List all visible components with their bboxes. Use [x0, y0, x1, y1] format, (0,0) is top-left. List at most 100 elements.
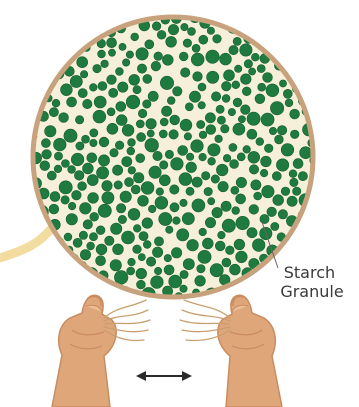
starch-granule — [208, 198, 215, 205]
starch-granule — [173, 217, 181, 225]
starch-granule — [80, 203, 92, 215]
starch-granule — [159, 212, 172, 225]
starch-granule — [61, 160, 69, 168]
starch-granule — [136, 120, 144, 128]
starch-granule — [128, 258, 136, 266]
starch-granule — [290, 178, 298, 186]
starch-granule — [197, 265, 205, 273]
starch-granule — [90, 139, 97, 146]
starch-granule — [138, 195, 149, 206]
starch-granule — [182, 213, 194, 225]
starch-granule — [293, 159, 303, 169]
starch-granule — [126, 51, 133, 58]
starch-granule — [275, 135, 284, 144]
starch-granule — [218, 181, 228, 191]
starch-granule — [102, 192, 114, 204]
starch-granule — [199, 131, 207, 139]
starch-granule — [207, 27, 214, 34]
starch-granule — [171, 248, 181, 258]
starch-granule — [157, 30, 166, 39]
starch-granule — [266, 84, 279, 97]
starch-granule — [68, 166, 76, 174]
starch-granule — [235, 65, 242, 72]
starch-granule — [111, 223, 122, 234]
starch-granule — [151, 276, 164, 289]
starch-granule — [261, 113, 274, 126]
starch-granule — [61, 196, 69, 204]
starch-granule — [208, 144, 220, 156]
starch-granule — [165, 150, 173, 158]
starch-granule — [52, 99, 60, 107]
starch-granule — [223, 154, 231, 162]
starch-granule — [168, 24, 178, 34]
starch-granule — [199, 228, 207, 236]
starch-granule — [186, 153, 193, 160]
starch-granule — [160, 161, 168, 169]
starch-granule — [197, 120, 205, 128]
starch-granule — [263, 73, 273, 83]
starch-granule — [146, 257, 155, 266]
starch-granule — [102, 181, 112, 191]
starch-granule — [186, 162, 197, 173]
starch-granule — [249, 68, 256, 75]
starch-granule — [145, 40, 154, 49]
starch-granule — [224, 70, 235, 81]
starch-granule — [129, 74, 140, 85]
starch-granule — [76, 142, 84, 150]
starch-granule — [137, 280, 146, 289]
starch-granule — [211, 92, 220, 101]
starch-granule — [233, 123, 245, 135]
starch-label-line2: Granule — [280, 282, 343, 301]
starch-granule — [114, 271, 128, 285]
starch-granule — [279, 80, 286, 87]
starch-granule — [83, 99, 92, 108]
starch-granule — [192, 199, 205, 212]
starch-granule — [143, 100, 151, 108]
starch-granule — [113, 244, 124, 255]
starch-granule — [202, 238, 213, 249]
starch-granule — [136, 268, 147, 279]
starch-granule — [73, 238, 82, 247]
starch-granule — [133, 245, 142, 254]
starch-granule — [66, 214, 77, 225]
starch-granule — [159, 130, 167, 138]
starch-granule — [222, 95, 230, 103]
starch-granule — [177, 229, 189, 241]
starch-granule — [248, 151, 260, 163]
starch-granule — [154, 237, 163, 246]
starch-granule — [98, 155, 109, 166]
starch-granule — [75, 116, 83, 124]
starch-granule — [260, 169, 268, 177]
starch-granule — [87, 242, 95, 250]
starch-granule — [82, 135, 90, 143]
starch-granule — [45, 126, 56, 137]
starch-granule — [108, 49, 115, 56]
starch-granule — [293, 187, 301, 195]
starch-granule — [244, 60, 252, 68]
starch-granule — [185, 103, 193, 111]
starch-granule — [249, 165, 258, 174]
starch-granule — [237, 153, 245, 161]
starch-granule — [141, 182, 154, 195]
starch-granule — [143, 241, 151, 249]
starch-granule — [264, 144, 273, 153]
starch-granule — [116, 68, 124, 76]
starch-granule — [258, 83, 266, 91]
starch-granule — [180, 119, 192, 131]
starch-granule — [281, 144, 294, 157]
starch-granule — [236, 251, 248, 263]
starch-granule — [83, 220, 92, 229]
starch-granule — [128, 208, 140, 220]
starch-granule — [99, 137, 109, 147]
starch-granule — [186, 187, 194, 195]
starch-granule — [96, 226, 105, 235]
starch-granule — [230, 264, 241, 275]
starch-granule — [138, 254, 145, 261]
starch-granule — [152, 247, 162, 257]
starch-granule — [171, 158, 184, 171]
starch-granule — [134, 173, 144, 183]
starch-granule — [191, 140, 204, 153]
starch-granule — [154, 52, 163, 61]
starch-granule — [251, 53, 259, 61]
